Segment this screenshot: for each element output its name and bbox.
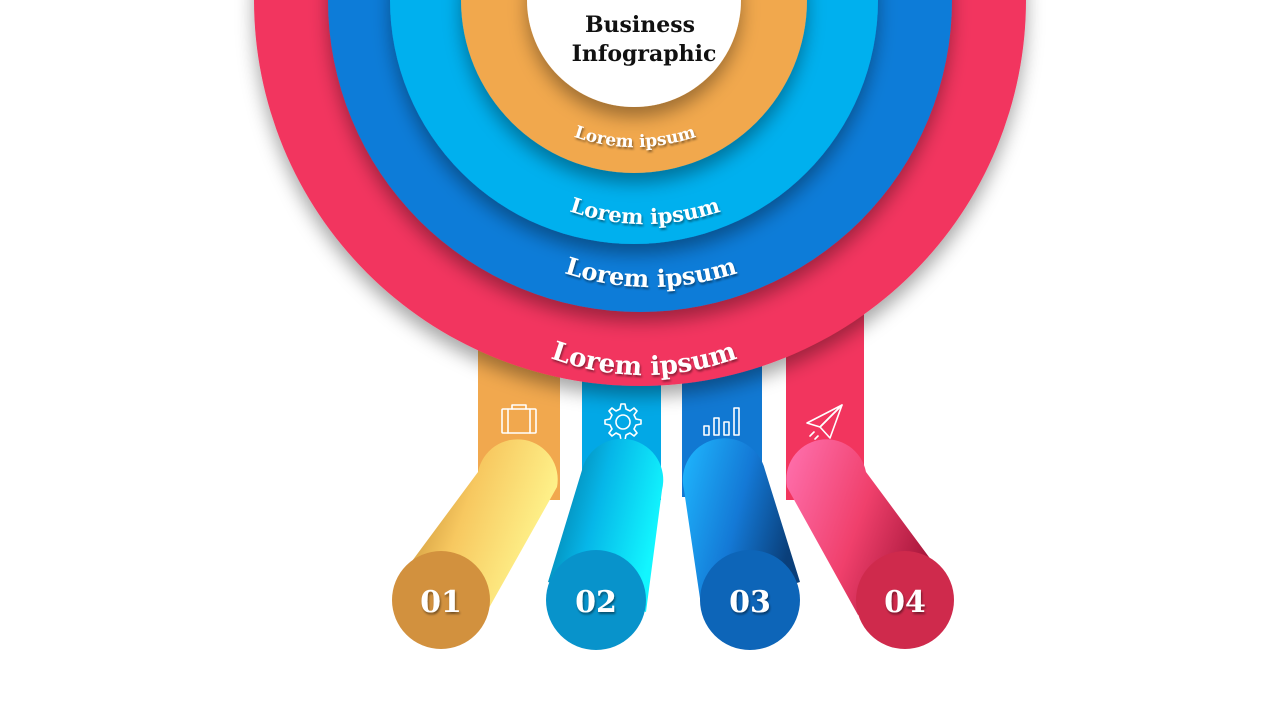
step-badge-02 [546, 550, 646, 650]
infographic-title-line-1: Business [585, 12, 695, 38]
step-number-01: 01 [420, 585, 462, 620]
step-number-03: 03 [729, 585, 771, 620]
infographic-title-line-2: Infographic [572, 41, 717, 67]
step-number-04: 04 [884, 585, 926, 620]
ring-center [527, 0, 741, 107]
briefcase-icon [501, 404, 537, 434]
step-badge-04 [856, 551, 954, 649]
step-badge-01 [392, 551, 490, 649]
paper-plane-icon [806, 404, 843, 440]
concentric-rings [254, 0, 1026, 386]
step-badge-03 [700, 550, 800, 650]
bar-chart-icon [703, 407, 740, 436]
step-number-02: 02 [575, 585, 617, 620]
